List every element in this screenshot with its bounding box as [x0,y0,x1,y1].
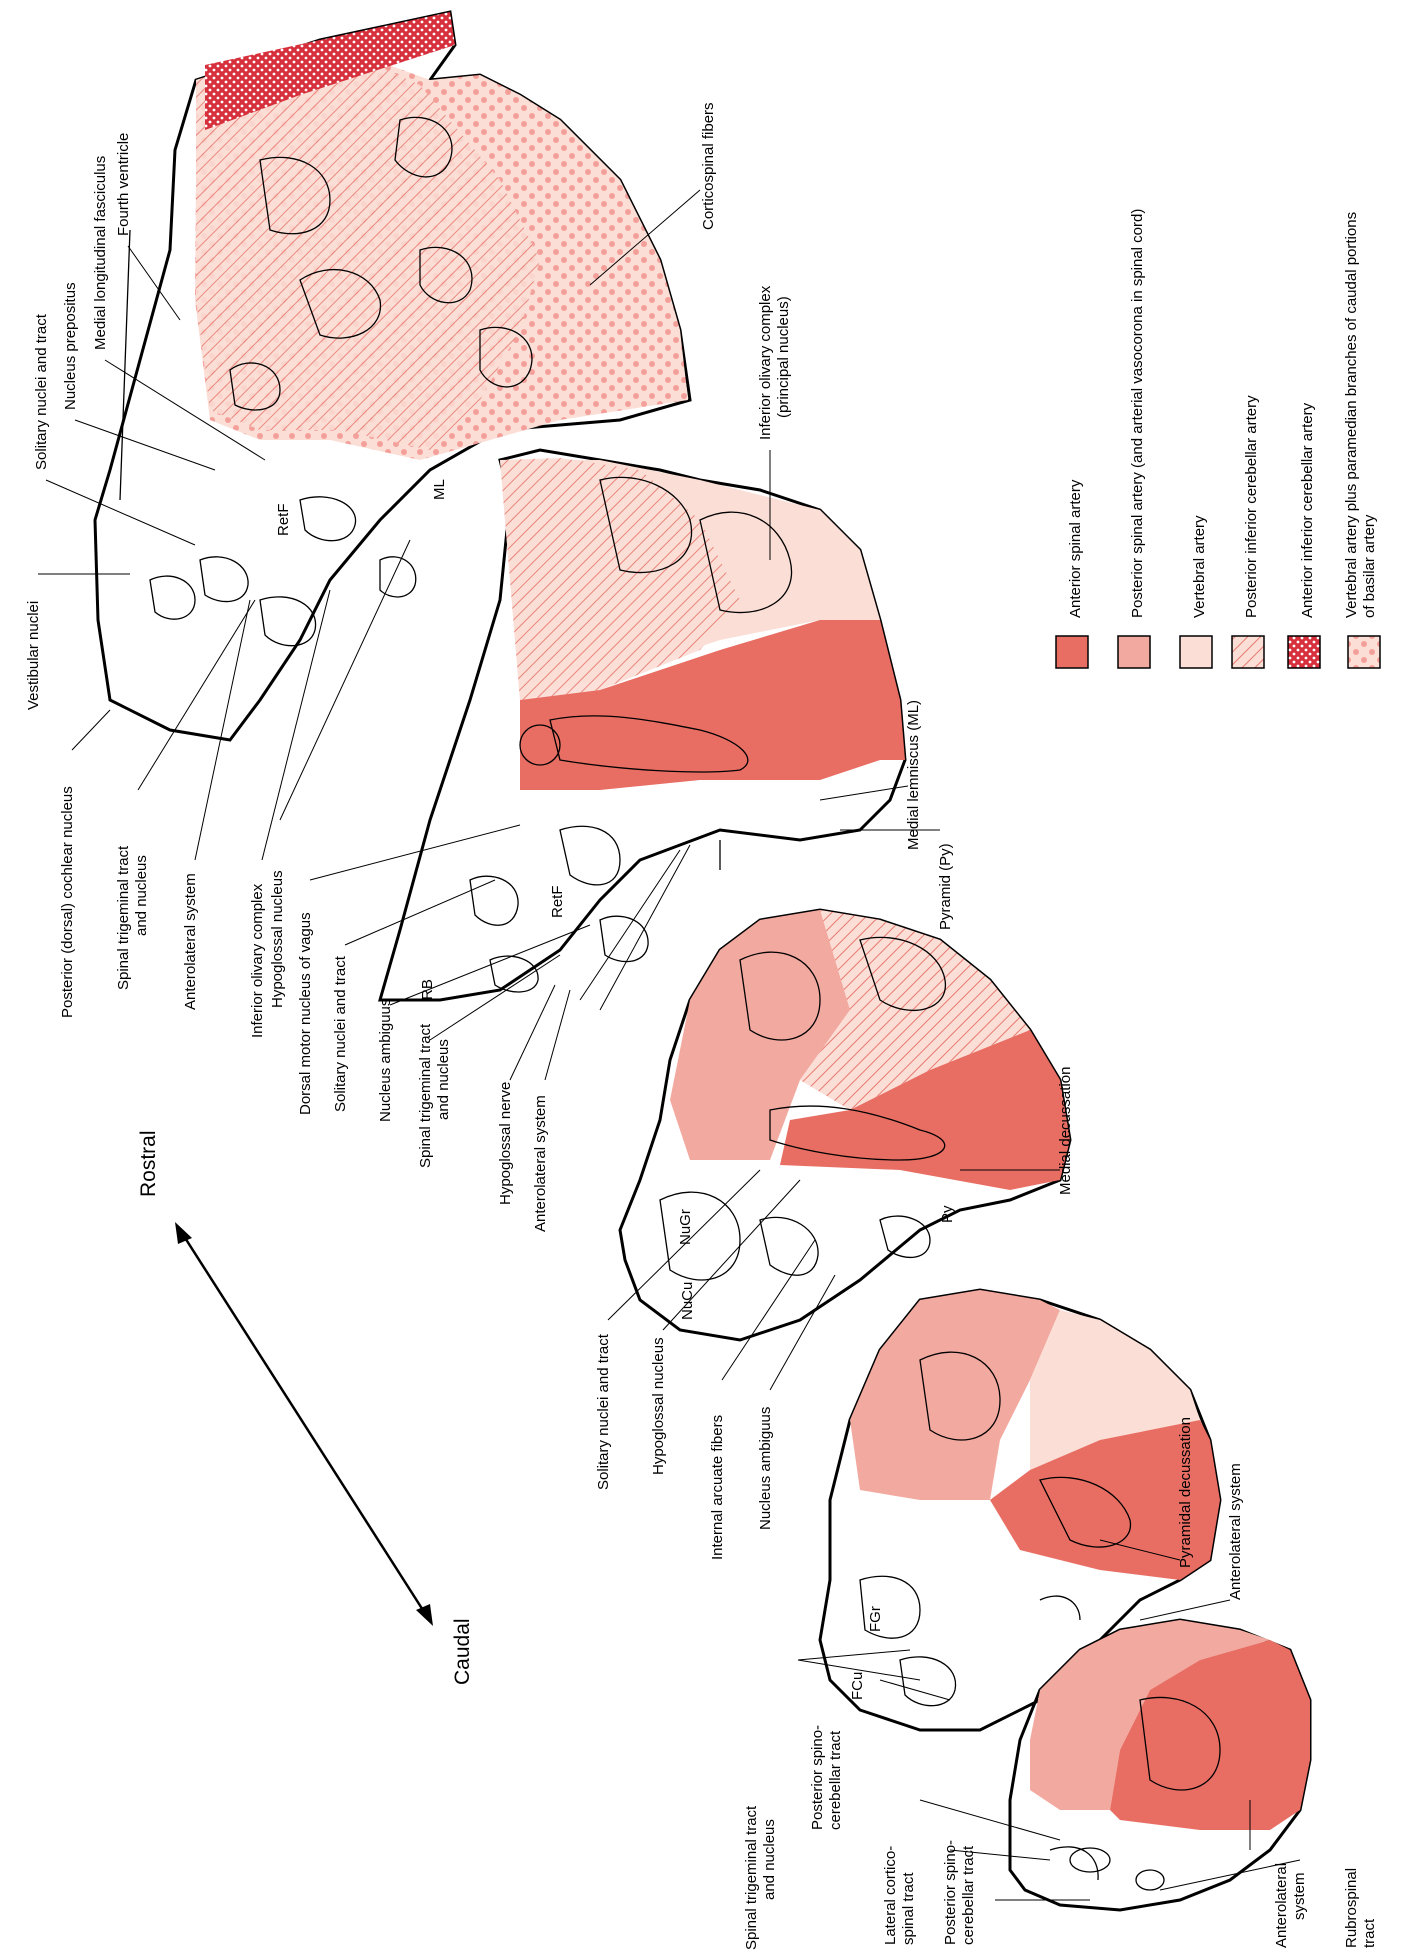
label-solitary-nuclei-tract-low: Solitary nuclei and tract [595,1333,612,1490]
legend-label-vertebral: Vertebral artery [1191,515,1208,618]
label-posterior-spinocerebellar-b-1: Posterior spino- [942,1840,959,1945]
legend-swatch-posterior-spinal [1118,636,1150,668]
label-hypoglossal-nerve: Hypoglossal nerve [497,1082,514,1205]
legend-label-anterior-spinal: Anterior spinal artery [1067,479,1084,618]
label-anterolateral-right: Anterolateral system [1227,1463,1244,1600]
nucu-label: NuCu [679,1282,696,1320]
retf-top-label: RetF [275,503,292,536]
legend [1056,636,1380,668]
label-rubrospinal-2: tract [1361,1918,1378,1948]
label-inferior-olivary-principal-2: (principal nucleus) [775,296,792,418]
label-rubrospinal-1: Rubrospinal [1343,1868,1360,1948]
nugr-label: NuGr [677,1209,694,1245]
label-mlf: Medial longitudinal fasciculus [92,156,109,350]
legend-swatch-aica [1288,636,1320,668]
label-spinal-trigeminal-low-2: and nucleus [761,1819,778,1900]
label-nucleus-ambiguus-mid: Nucleus ambiguus [377,999,394,1122]
label-spinal-trigeminal-mid-1: Spinal trigeminal tract [417,1023,434,1168]
label-lateral-corticospinal-2: spinal tract [900,1872,917,1945]
legend-label-posterior-spinal: Posterior spinal artery (and arterial va… [1129,209,1146,618]
label-posterior-spinocerebellar-a-1: Posterior spino- [809,1725,826,1830]
legend-swatch-basilar [1348,636,1380,668]
label-spinal-trigeminal-top-1: Spinal trigeminal tract [115,845,132,990]
py-mid-label: Py [939,1205,956,1223]
label-spinal-trigeminal-mid-2: and nucleus [435,1039,452,1120]
label-nucleus-ambiguus-low: Nucleus ambiguus [757,1407,774,1530]
label-inferior-olivary-complex: Inferior olivary complex [249,883,266,1038]
label-internal-arcuate: Internal arcuate fibers [709,1415,726,1560]
label-anterolateral-top: Anterolateral system [182,873,199,1010]
label-posterior-spinocerebellar-a-2: cerebellar tract [827,1730,844,1830]
label-solitary-nuclei-tract-mid: Solitary nuclei and tract [332,955,349,1112]
orientation-arrow [175,1222,433,1626]
legend-label-basilar-line1: Vertebral artery plus paramedian branche… [1343,212,1360,618]
label-anterolateral-bottom-1: Anterolateral [1273,1863,1290,1948]
label-dorsal-motor-vagus: Dorsal motor nucleus of vagus [297,912,314,1115]
fgr-label: FGr [867,1606,884,1632]
label-lateral-corticospinal-1: Lateral cortico- [882,1846,899,1945]
label-anterolateral-mid: Anterolateral system [532,1095,549,1232]
label-anterolateral-bottom-2: system [1291,1872,1308,1920]
label-inferior-olivary-principal-1: Inferior olivary complex [757,285,774,440]
section-caudal-medulla [620,910,1070,1340]
label-medial-lemniscus: Medial lemniscus (ML) [905,700,922,850]
label-fourth-ventricle: Fourth ventricle [115,133,132,236]
legend-label-pica: Posterior inferior cerebellar artery [1243,395,1260,618]
label-corticospinal-fibers: Corticospinal fibers [700,102,717,230]
label-vestibular-nuclei: Vestibular nuclei [25,601,42,710]
legend-label-basilar-line2: of basilar artery [1361,514,1378,618]
retf-mid-label: RetF [549,885,566,918]
legend-swatch-vertebral [1180,636,1212,668]
label-pyramidal-decussation: Pyramidal decussation [1177,1417,1194,1568]
label-hypoglossal-nucleus-low: Hypoglossal nucleus [650,1337,667,1475]
caudal-label: Caudal [451,1618,474,1685]
legend-label-aica: Anterior inferior cerebellar artery [1299,402,1316,618]
label-posterior-cochlear: Posterior (dorsal) cochlear nucleus [59,786,76,1018]
section-spinal-cord [1010,1620,1310,1910]
fcu-label: FCu [849,1672,866,1700]
legend-swatch-pica [1232,636,1264,668]
label-nucleus-prepositus: Nucleus prepositus [62,282,79,410]
label-solitary-nuclei-tract-top: Solitary nuclei and tract [33,313,50,470]
label-spinal-trigeminal-low-1: Spinal trigeminal tract [743,1805,760,1950]
rostral-label: Rostral [137,1130,160,1197]
ml-label: ML [431,479,448,500]
label-posterior-spinocerebellar-b-2: cerebellar tract [960,1845,977,1945]
label-spinal-trigeminal-top-2: and nucleus [133,855,150,936]
posterior-spinal-region-4 [850,1290,1060,1500]
legend-swatch-anterior-spinal [1056,636,1088,668]
label-medial-decussation: Medial decussation [1057,1067,1074,1195]
label-hypoglossal-nucleus-top: Hypoglossal nucleus [269,870,286,1008]
label-pyramid: Pyramid (Py) [937,843,954,930]
